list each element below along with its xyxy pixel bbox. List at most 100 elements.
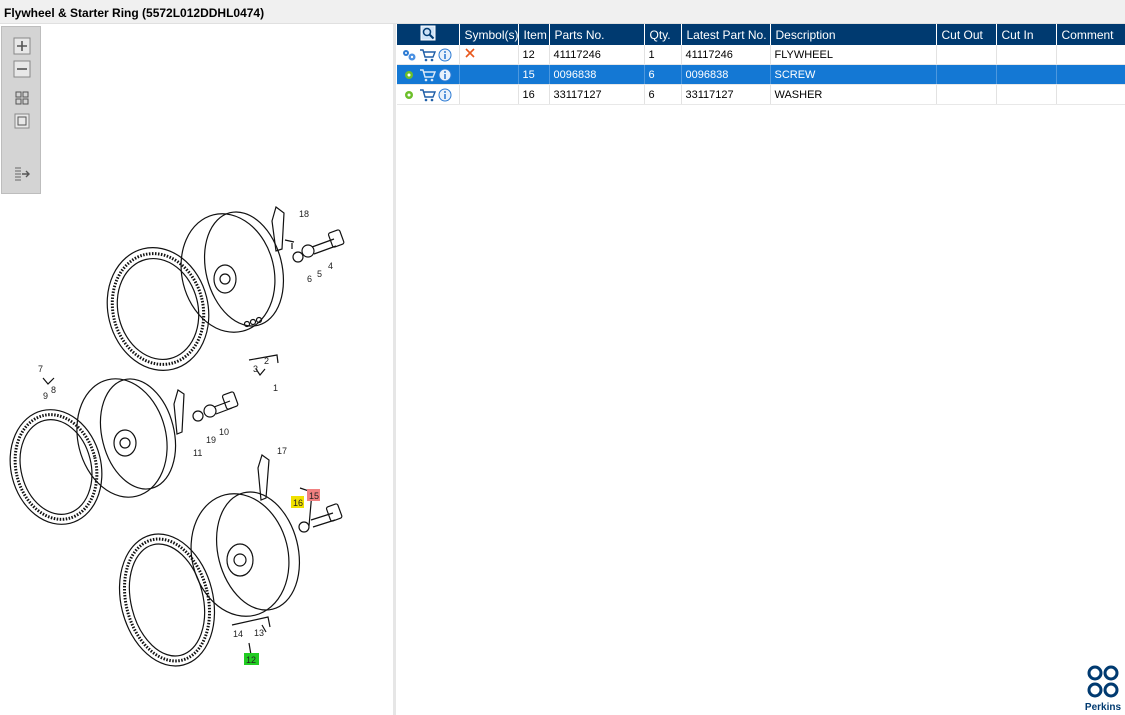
actual-size-icon[interactable]	[13, 112, 31, 130]
ring-gear-bottom	[118, 533, 216, 667]
column-header-symbols[interactable]: Symbol(s)	[459, 24, 519, 45]
callout-highlight-16[interactable]	[291, 496, 304, 508]
washer-top-2	[301, 244, 315, 258]
column-header-description[interactable]: Description	[770, 24, 937, 45]
callout-18[interactable]: 18	[299, 209, 309, 219]
callout-10[interactable]: 10	[219, 427, 229, 437]
callout-19[interactable]: 19	[206, 435, 216, 445]
bolt-middle-head	[221, 391, 239, 410]
cut-in-cell	[996, 64, 1057, 85]
parts-grid: Symbol(s) Item Parts No. Qty. Latest Par…	[397, 24, 1125, 715]
column-header-cut-in[interactable]: Cut In	[996, 24, 1057, 45]
exploded-parts-diagram[interactable]: 18 6 5 4 2 3 1 7 8 9 10 19 11 17 16 15 1…	[0, 190, 393, 675]
gears-icon[interactable]	[401, 48, 417, 62]
flywheel-top-rim	[203, 211, 285, 327]
qty-cell: 6	[644, 64, 682, 85]
row-actions	[397, 64, 460, 85]
flywheel-bottom-rim	[215, 491, 301, 611]
cart-icon[interactable]	[419, 48, 436, 62]
callout-9[interactable]: 9	[43, 391, 48, 401]
column-header-qty[interactable]: Qty.	[644, 24, 682, 45]
latest-part-no-cell: 0096838	[681, 64, 771, 85]
flywheel-top-hub	[213, 264, 237, 294]
part-no-cell: 33117127	[549, 84, 645, 105]
fit-all-icon[interactable]	[13, 89, 31, 107]
flywheel-top-back	[180, 213, 276, 333]
flywheel-bottom-bore	[233, 553, 247, 567]
callout-5[interactable]: 5	[317, 269, 322, 279]
callout-12[interactable]: 12	[246, 655, 256, 665]
ring-gear-top-inner	[116, 257, 200, 361]
table-row[interactable]: 16 33117127 6 33117127 WASHER	[397, 84, 1125, 105]
callout-14[interactable]: 14	[233, 629, 243, 639]
callout-13[interactable]: 13	[254, 628, 264, 638]
callout-2[interactable]: 2	[264, 356, 269, 366]
washer-middle-2	[203, 404, 217, 418]
cut-in-cell	[996, 45, 1057, 65]
perkins-logo-mark-icon	[1087, 665, 1119, 698]
table-row[interactable]: 12 41117246 1 41117246 FLYWHEEL	[397, 45, 1125, 65]
cut-out-cell	[936, 64, 997, 85]
callout-11[interactable]: 11	[193, 448, 202, 458]
flywheel-top-bore	[219, 273, 231, 285]
callout-highlight-15[interactable]	[307, 489, 320, 501]
gear-icon[interactable]	[401, 88, 417, 102]
zoom-in-icon[interactable]	[13, 37, 31, 55]
zoom-out-icon[interactable]	[13, 60, 31, 78]
ring-gear-top	[106, 247, 210, 371]
callout-4[interactable]: 4	[328, 261, 333, 271]
flywheel-middle-bore	[119, 437, 131, 449]
description-cell: SCREW	[770, 64, 937, 85]
description-cell: WASHER	[770, 84, 937, 105]
column-header-comment[interactable]: Comment	[1056, 24, 1125, 45]
callout-6[interactable]: 6	[307, 274, 312, 284]
cut-out-cell	[936, 45, 997, 65]
item-cell: 15	[518, 64, 550, 85]
callout-highlight-12[interactable]	[244, 653, 259, 665]
symbol-cell	[459, 64, 519, 85]
callout-7[interactable]: 7	[38, 364, 43, 374]
qty-cell: 6	[644, 84, 682, 105]
lock-plate-middle	[173, 389, 185, 435]
cart-icon[interactable]	[419, 68, 436, 82]
latest-part-no-cell: 41117246	[681, 45, 771, 65]
flywheel-bottom-back	[190, 493, 290, 617]
part-no-cell: 41117246	[549, 45, 645, 65]
cart-icon[interactable]	[419, 88, 436, 102]
perkins-logo: Perkins	[1082, 665, 1124, 715]
column-header-parts-no[interactable]: Parts No.	[549, 24, 645, 45]
export-icon[interactable]	[13, 165, 31, 183]
diagram-pane[interactable]	[0, 24, 393, 715]
info-icon[interactable]	[438, 68, 452, 82]
comment-cell	[1056, 45, 1125, 65]
description-cell: FLYWHEEL	[770, 45, 937, 65]
callout-15[interactable]: 15	[309, 491, 319, 501]
gear-icon[interactable]	[401, 68, 417, 82]
ring-gear-middle-teeth	[13, 413, 99, 521]
callout-17[interactable]: 17	[277, 446, 287, 456]
item-cell: 12	[518, 45, 550, 65]
flywheel-middle-rim	[99, 378, 177, 490]
lock-plate-top	[271, 205, 285, 252]
column-header-latest-part-no[interactable]: Latest Part No.	[681, 24, 771, 45]
callout-16[interactable]: 16	[293, 498, 303, 508]
row-actions	[397, 84, 460, 105]
callout-8[interactable]: 8	[51, 385, 56, 395]
column-header-item[interactable]: Item	[518, 24, 550, 45]
bolt-middle-shank	[213, 400, 233, 415]
info-icon[interactable]	[438, 48, 452, 62]
info-icon[interactable]	[438, 88, 452, 102]
callout-1[interactable]: 1	[273, 383, 278, 393]
preview-icon[interactable]	[420, 25, 436, 41]
ring-gear-top-teeth	[110, 252, 206, 366]
column-header-cut-out[interactable]: Cut Out	[936, 24, 997, 45]
callout-3[interactable]: 3	[253, 364, 258, 374]
ring-gear-bottom-teeth	[122, 537, 212, 663]
preview-header-cell[interactable]	[397, 24, 460, 45]
pane-splitter[interactable]	[393, 24, 396, 715]
diagram-toolbar	[1, 26, 41, 194]
perkins-logo-text: Perkins	[1084, 702, 1122, 713]
table-row[interactable]: 15 0096838 6 0096838 SCREW	[397, 64, 1125, 85]
flywheel-top-hole	[255, 316, 263, 324]
flywheel-bottom-hub	[226, 543, 254, 577]
